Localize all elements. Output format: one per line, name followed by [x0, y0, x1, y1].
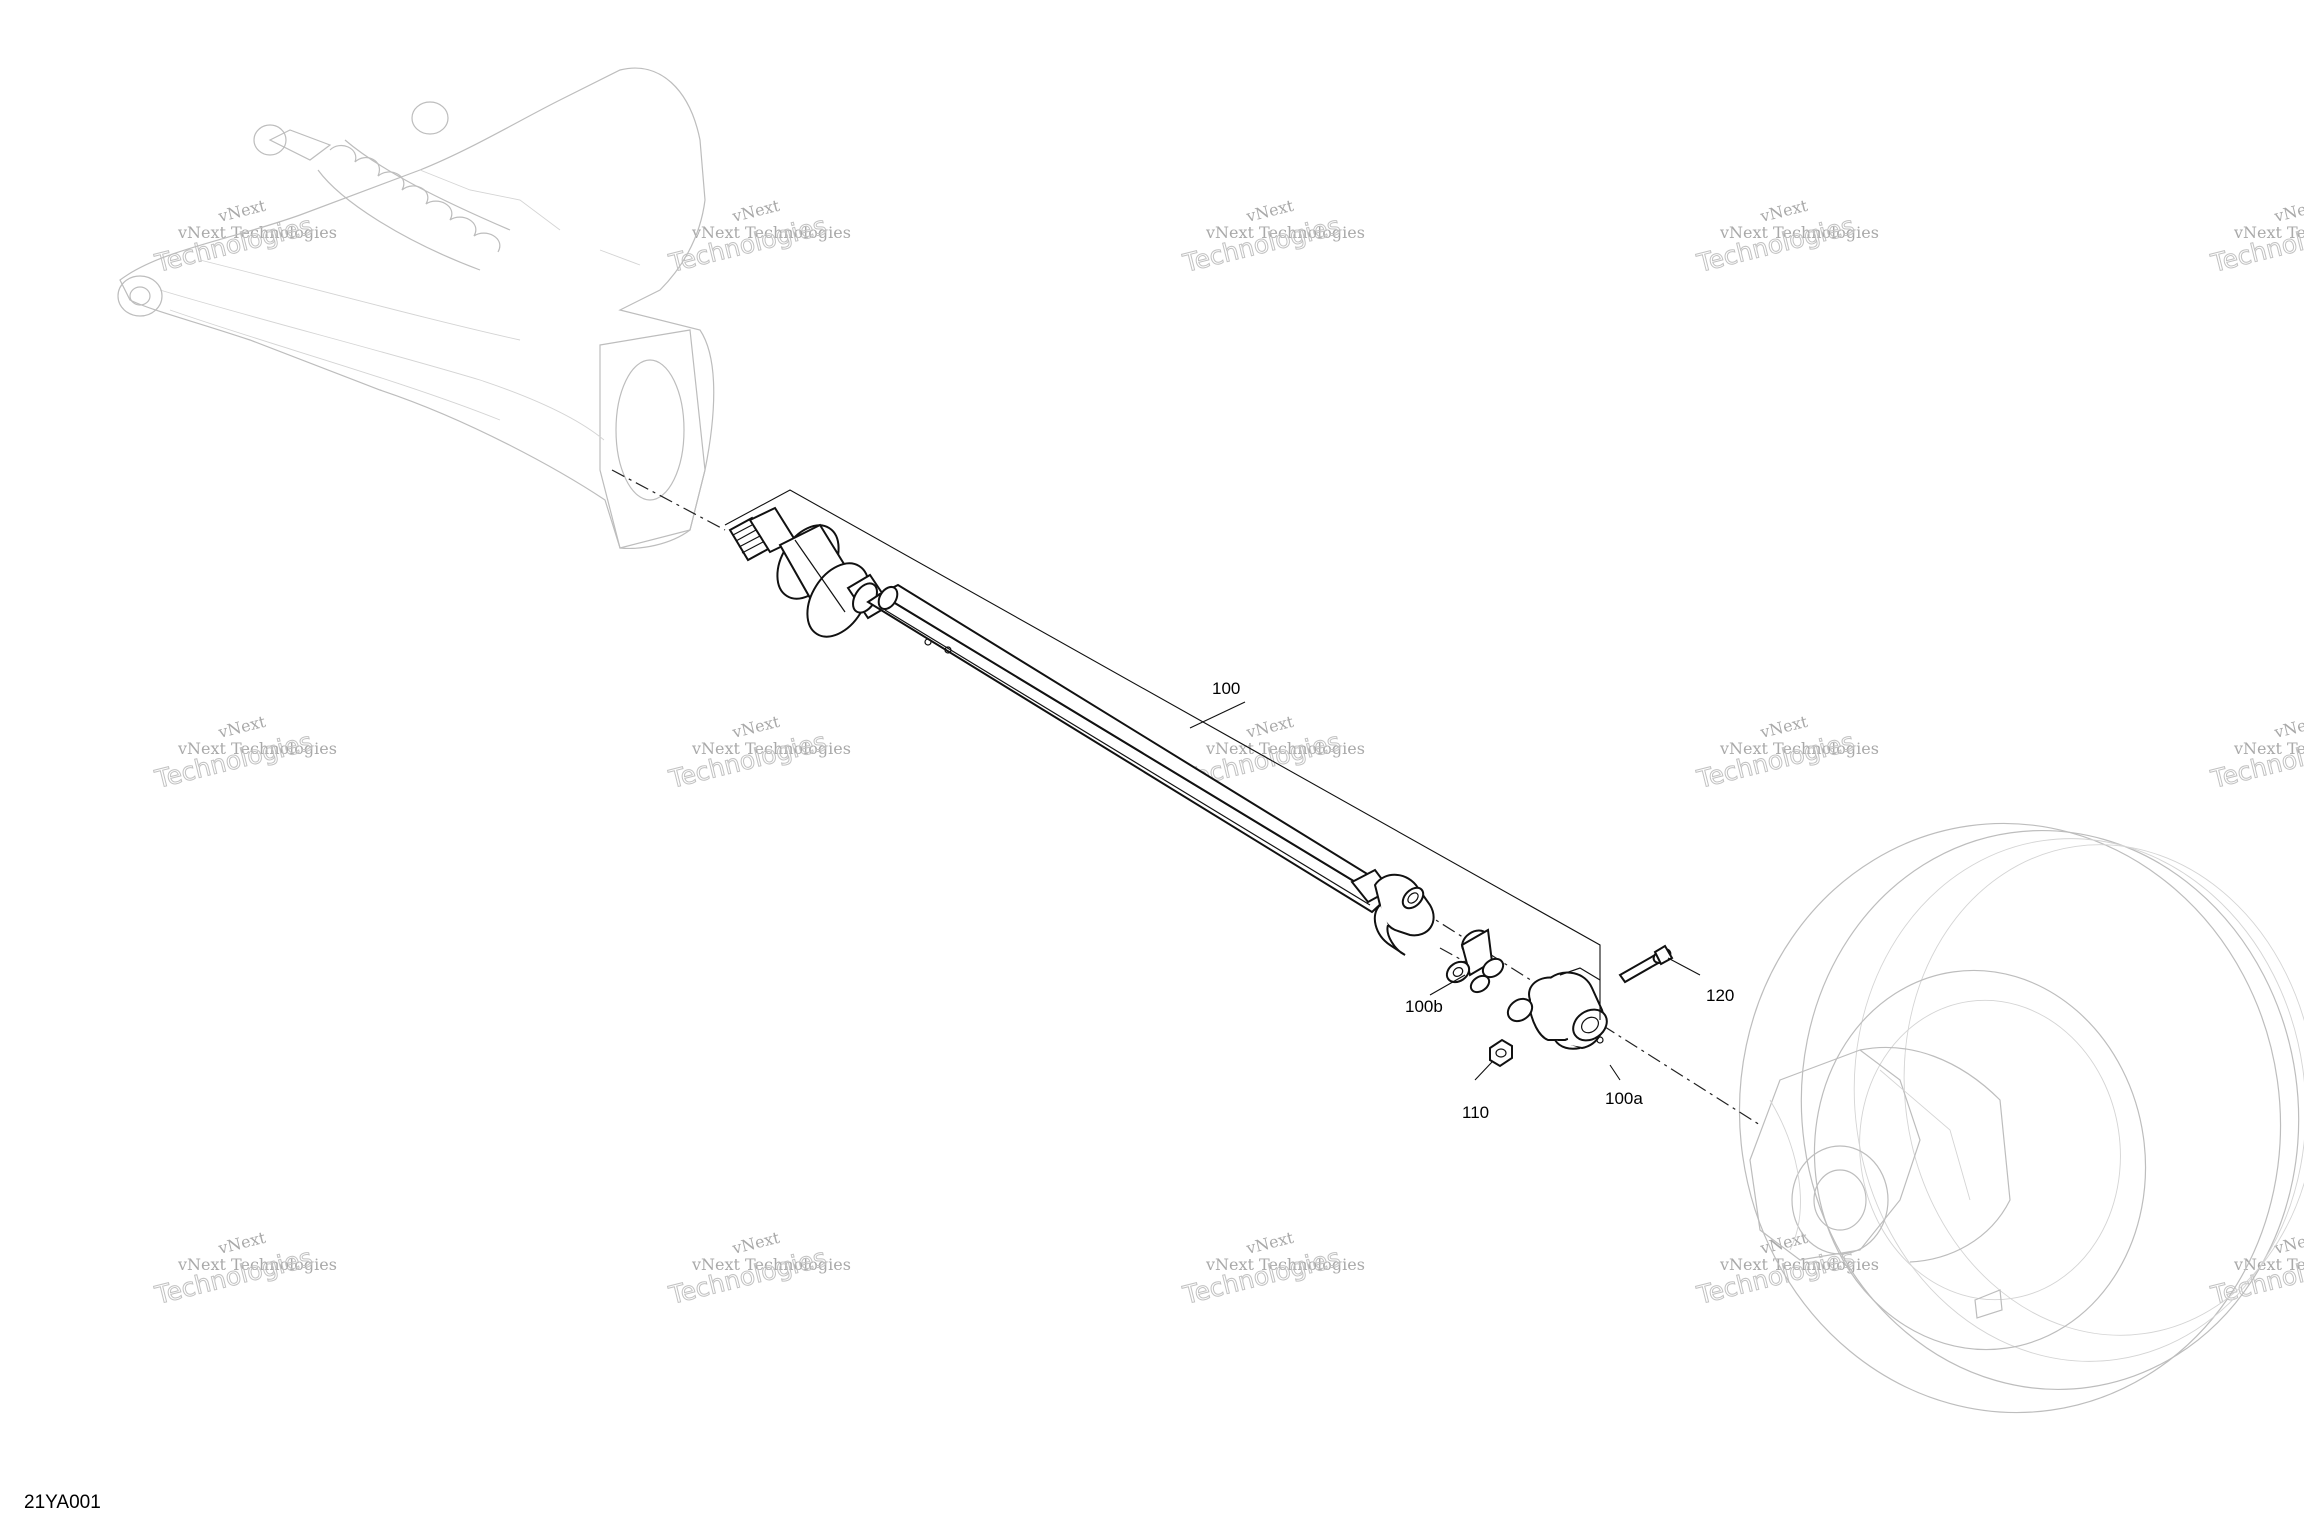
callout-120: 120: [1706, 986, 1734, 1005]
svg-text:vNext: vNext: [1243, 1228, 1296, 1258]
callout-100a: 100a: [1605, 1089, 1643, 1108]
svg-text:vNext Technologies: vNext Technologies: [2233, 739, 2304, 758]
svg-text:vNext: vNext: [729, 196, 782, 226]
callout-labels: 100 100b 120 100a 110: [1212, 679, 1734, 1122]
flange-yoke[interactable]: [1504, 967, 1613, 1050]
svg-text:vNext Technologies: vNext Technologies: [1205, 739, 1365, 758]
rear-wheel-ghost: [1738, 822, 2304, 1414]
svg-text:vNext: vNext: [1243, 196, 1296, 226]
svg-text:vNext: vNext: [215, 1228, 268, 1258]
callout-110: 110: [1462, 1103, 1489, 1122]
callout-100: 100: [1212, 679, 1240, 698]
svg-text:vNext: vNext: [729, 712, 782, 742]
svg-text:vNext: vNext: [729, 1228, 782, 1258]
svg-text:vNext: vNext: [2271, 196, 2304, 226]
svg-text:vNext Technologies: vNext Technologies: [691, 1255, 851, 1274]
svg-text:vNext Technologies: vNext Technologies: [691, 223, 851, 242]
swing-arm-ghost: [117, 67, 715, 550]
svg-text:vNext Technologies: vNext Technologies: [1205, 1255, 1365, 1274]
svg-text:vNext: vNext: [1757, 196, 1810, 226]
bolt[interactable]: [1618, 944, 1674, 984]
svg-text:vNext Technologies: vNext Technologies: [691, 739, 851, 758]
svg-text:vNext Technologies: vNext Technologies: [1719, 739, 1879, 758]
shock-spring-ghost: [317, 139, 511, 271]
svg-text:vNext: vNext: [1757, 712, 1810, 742]
svg-text:vNext: vNext: [1243, 712, 1296, 742]
svg-text:vNext: vNext: [2271, 1228, 2304, 1258]
figure-code: 21YA001: [24, 1492, 101, 1513]
svg-text:vNext: vNext: [215, 196, 268, 226]
lock-nut[interactable]: [1489, 1038, 1513, 1068]
svg-text:vNext: vNext: [215, 712, 268, 742]
svg-text:vNext Technologies: vNext Technologies: [1719, 223, 1879, 242]
svg-text:vNext Technologies: vNext Technologies: [2233, 223, 2304, 242]
callout-100b: 100b: [1405, 997, 1443, 1016]
leader-lines: [724, 489, 1701, 1081]
universal-joint-cross[interactable]: [1443, 926, 1507, 996]
svg-text:vNext Technologies: vNext Technologies: [177, 1255, 337, 1274]
drive-shaft[interactable]: [728, 506, 1435, 956]
svg-text:vNext Technologies: vNext Technologies: [1205, 223, 1365, 242]
svg-text:vNext Technologies: vNext Technologies: [1719, 1255, 1879, 1274]
svg-text:vNext Technologies: vNext Technologies: [177, 739, 337, 758]
svg-text:vNext Technologies: vNext Technologies: [177, 223, 337, 242]
svg-text:vNext: vNext: [2271, 712, 2304, 742]
